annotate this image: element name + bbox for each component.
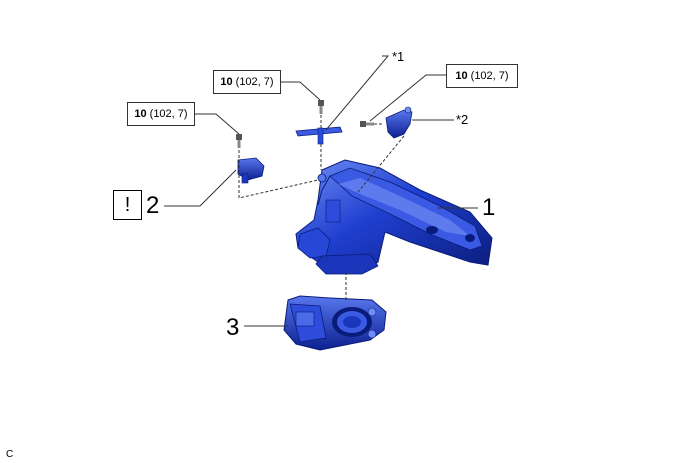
part-callout-3: 3	[226, 314, 240, 341]
torque-spec-label: 10(102, 7)	[127, 102, 195, 126]
pipe-part	[295, 126, 343, 145]
intake-manifold-part	[295, 159, 493, 275]
part-callout-2: 2	[146, 192, 160, 219]
assembly-lines	[238, 115, 405, 300]
throttle-body-part	[283, 295, 387, 351]
bolt-icon	[360, 121, 374, 127]
torque-spec-label: 10(102, 7)	[213, 70, 281, 94]
torque-spec-label: 10(102, 7)	[446, 64, 518, 88]
bolt-icon	[236, 134, 242, 148]
leader-lines	[164, 55, 478, 327]
bolt-icon	[318, 100, 324, 114]
caution-icon: !	[113, 190, 142, 220]
part-callout-1: 1	[482, 194, 496, 221]
figure-code: C	[6, 449, 14, 460]
note-callout-1: *1	[392, 49, 405, 64]
bracket-part	[385, 106, 413, 139]
sensor-part	[237, 157, 265, 184]
note-callout-2: *2	[456, 112, 469, 127]
